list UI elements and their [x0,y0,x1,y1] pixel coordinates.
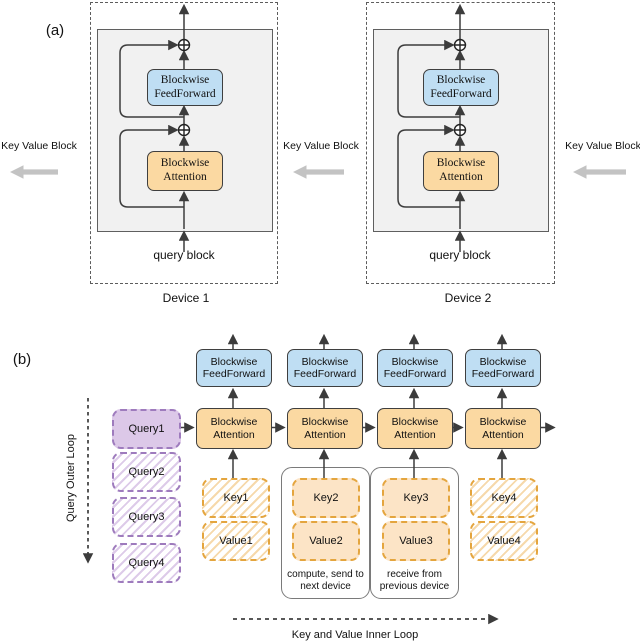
attention-block-3: Blockwise Attention [377,408,453,449]
key2-label: Key2 [313,492,339,504]
device-1-label: Device 1 [162,291,210,305]
query4-block: Query4 [112,543,181,583]
value1-block: Value1 [202,521,270,561]
value1-label: Value1 [219,535,253,547]
ff-block-4: Blockwise FeedForward [465,349,541,387]
kv-block-label-middle: Key Value Block [283,140,359,152]
key2-block: Key2 [292,478,360,518]
device-2-label: Device 2 [444,291,492,305]
inner-loop-label: Key and Value Inner Loop [291,629,419,641]
attention-block-4: Blockwise Attention [465,408,541,449]
add-icon [453,38,467,52]
attention-label: Blockwise Attention [436,157,486,183]
device-1-attention-block: Blockwise Attention [147,151,223,191]
panel-a-label: (a) [45,22,65,39]
query2-block: Query2 [112,452,181,492]
value4-block: Value4 [470,521,538,561]
value3-label: Value3 [399,535,433,547]
panel-b-label: (b) [12,351,32,368]
query-block-label: query block [153,248,215,262]
ff-block-1: Blockwise FeedForward [196,349,272,387]
ff-block-3: Blockwise FeedForward [377,349,453,387]
panel-b-connectors [178,333,556,478]
add-icon [177,123,191,137]
attention-label: Blockwise Attention [301,416,349,441]
attention-label: Blockwise Attention [479,416,527,441]
query3-label: Query3 [128,511,165,523]
value4-label: Value4 [487,535,521,547]
attention-label: Blockwise Attention [210,416,258,441]
compute-send-caption: compute, send to next device [287,569,364,593]
key-value-arrow-icon [293,165,344,179]
feedforward-label: Blockwise FeedForward [471,355,535,380]
device-1-outer-box [90,2,278,284]
value2-label: Value2 [309,535,343,547]
feedforward-label: Blockwise FeedForward [293,355,357,380]
outer-loop-label: Query Outer Loop [65,433,77,523]
query3-block: Query3 [112,497,181,537]
ff-block-2: Blockwise FeedForward [287,349,363,387]
query2-label: Query2 [128,466,165,478]
kv-block-label-left: Key Value Block [1,140,77,152]
value2-block: Value2 [292,521,360,561]
device-2-outer-box [366,2,555,284]
attention-block-2: Blockwise Attention [287,408,363,449]
key3-block: Key3 [382,478,450,518]
attention-label: Blockwise Attention [160,157,210,183]
device-1-connectors [119,3,190,252]
attention-label: Blockwise Attention [391,416,439,441]
feedforward-label: Blockwise FeedForward [430,73,492,100]
feedforward-label: Blockwise FeedForward [154,73,216,100]
device-2-feedforward-block: Blockwise FeedForward [423,69,499,106]
feedforward-label: Blockwise FeedForward [202,355,266,380]
query4-label: Query4 [128,557,165,569]
add-icon [177,38,191,52]
add-icon [453,123,467,137]
query1-block: Query1 [112,409,181,449]
attention-block-1: Blockwise Attention [196,408,272,449]
key1-block: Key1 [202,478,270,518]
key3-label: Key3 [403,492,429,504]
device-2-connectors [397,3,466,252]
key1-label: Key1 [223,492,249,504]
value3-block: Value3 [382,521,450,561]
key4-block: Key4 [470,478,538,518]
kv-block-label-right: Key Value Block [565,140,640,152]
query1-label: Query1 [128,423,165,435]
key-value-arrow-icon [10,165,58,179]
key-value-arrow-icon [573,165,626,179]
device-1-feedforward-block: Blockwise FeedForward [147,69,223,106]
feedforward-label: Blockwise FeedForward [383,355,447,380]
receive-caption: receive from previous device [379,569,450,593]
device-2-attention-block: Blockwise Attention [423,151,499,191]
key4-label: Key4 [491,492,517,504]
query-block-label: query block [429,248,491,262]
